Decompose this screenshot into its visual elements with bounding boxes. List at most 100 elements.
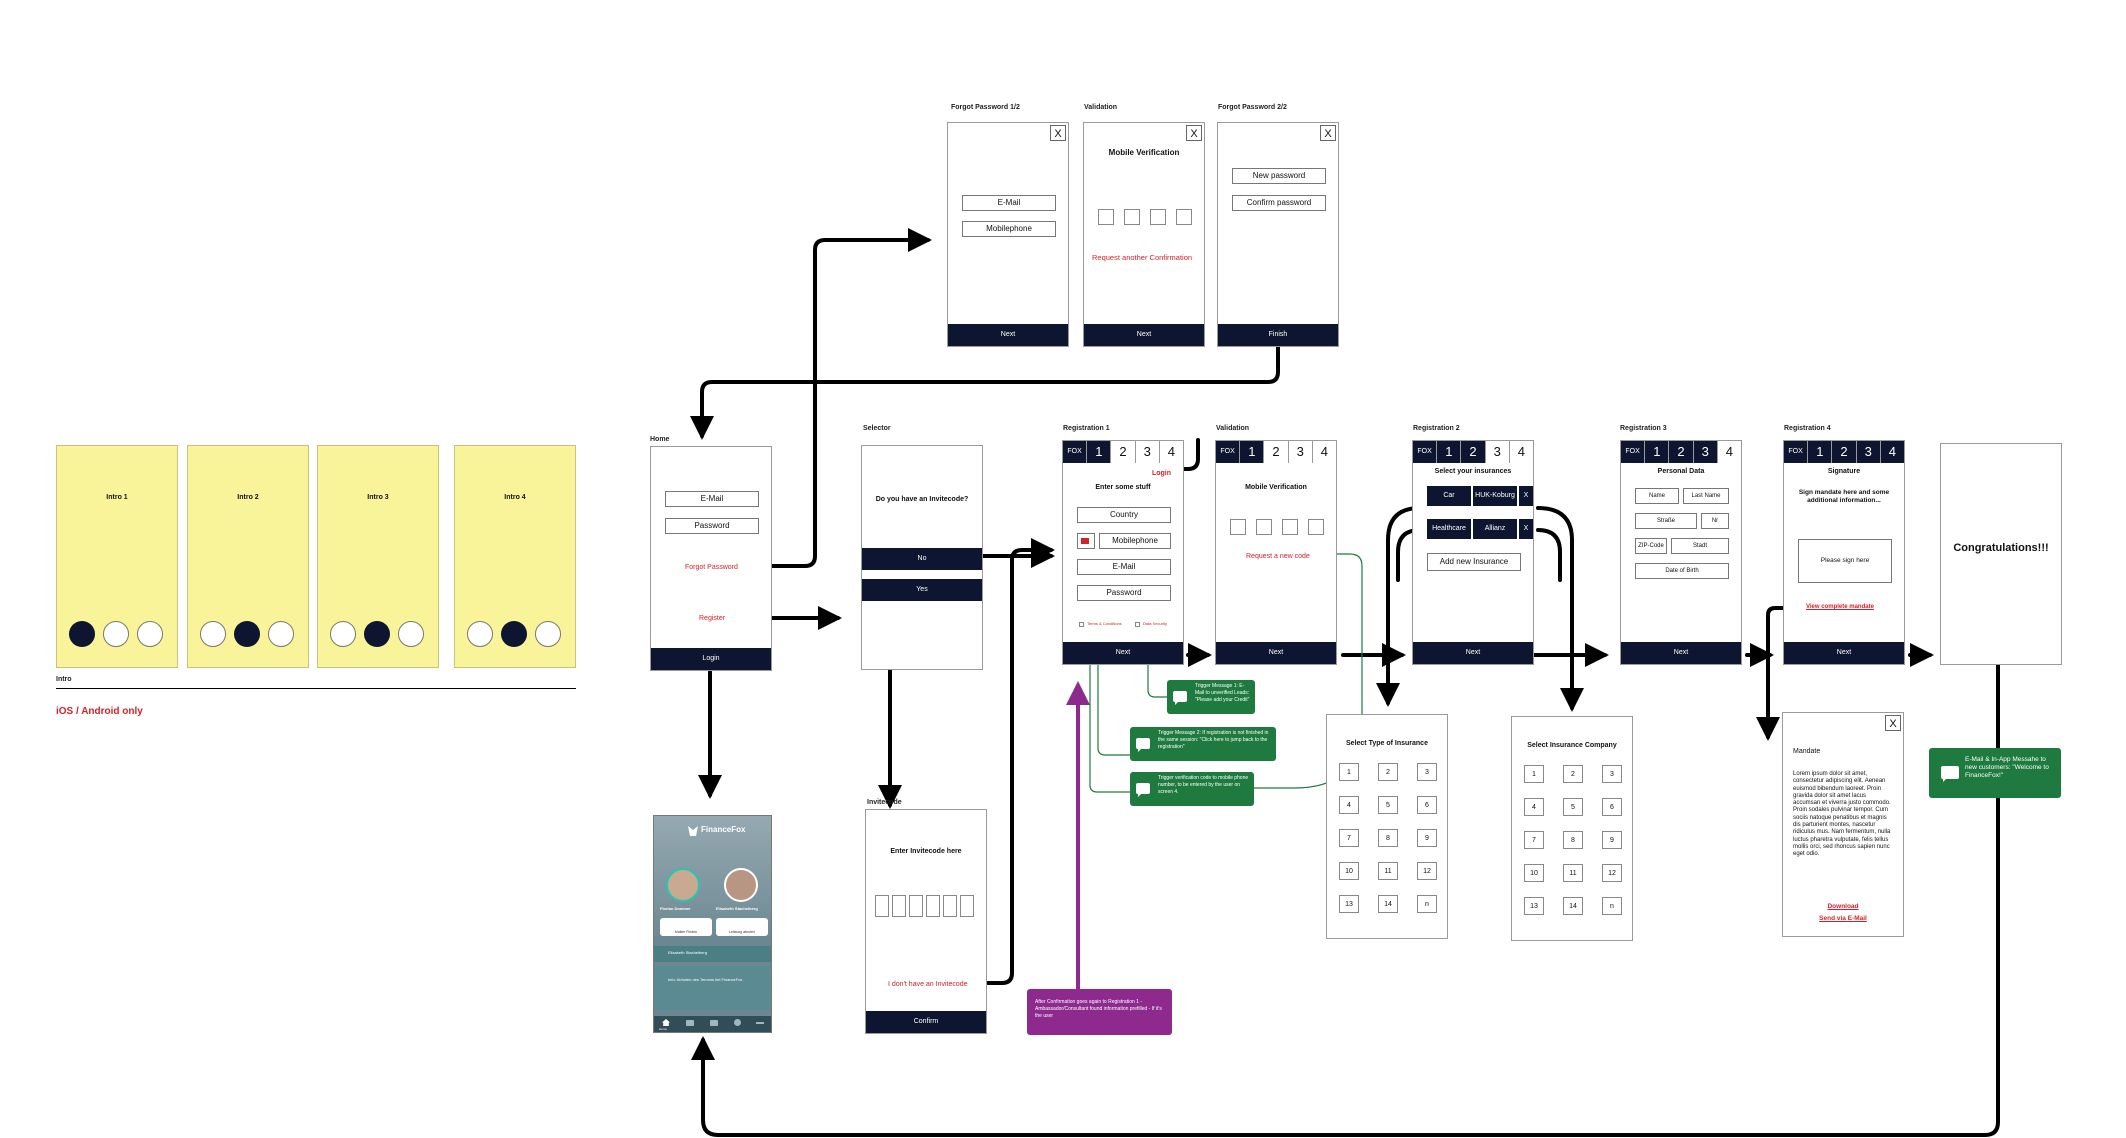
zip-code-field[interactable]: ZIP-Code: [1635, 538, 1667, 554]
name-field[interactable]: Name: [1635, 488, 1679, 504]
more-tab-icon[interactable]: [756, 1022, 764, 1024]
remove-insurance-button[interactable]: X: [1519, 519, 1533, 539]
signature-pad[interactable]: Please sign here: [1798, 539, 1892, 583]
step-3[interactable]: 3: [1289, 441, 1313, 463]
grid-option[interactable]: 11: [1378, 862, 1398, 880]
step-4[interactable]: 4: [1517, 444, 1526, 459]
data-security-checkbox[interactable]: [1135, 622, 1140, 627]
grid-option[interactable]: 1: [1524, 765, 1544, 783]
no-invitecode-link[interactable]: I don't have an Invitecode: [888, 981, 968, 988]
password-field[interactable]: Password: [1077, 585, 1171, 601]
login-button[interactable]: Login: [651, 648, 771, 670]
grid-option[interactable]: 9: [1602, 831, 1622, 849]
email-field[interactable]: E-Mail: [665, 491, 759, 507]
briefcase-tab-icon[interactable]: [686, 1020, 694, 1026]
grid-option[interactable]: n: [1602, 897, 1622, 915]
grid-option[interactable]: 10: [1524, 864, 1544, 882]
invitecode-char-box[interactable]: [960, 895, 974, 917]
invitecode-char-box[interactable]: [943, 895, 957, 917]
remove-insurance-button[interactable]: X: [1519, 486, 1533, 506]
request-confirmation-link[interactable]: Request another Confirmation: [1092, 253, 1193, 262]
next-button[interactable]: Next: [1621, 642, 1741, 664]
invitecode-char-box[interactable]: [892, 895, 906, 917]
email-field[interactable]: E-Mail: [1077, 559, 1171, 575]
user-tab-icon[interactable]: [734, 1019, 741, 1026]
register-link[interactable]: Register: [699, 615, 726, 622]
code-digit-box[interactable]: [1150, 209, 1166, 225]
next-button[interactable]: Next: [1784, 642, 1904, 664]
grid-option[interactable]: 6: [1417, 796, 1437, 814]
no-button[interactable]: No: [862, 548, 982, 570]
step-3[interactable]: 3: [1486, 441, 1510, 463]
last-name-field[interactable]: Last Name: [1683, 488, 1729, 504]
step-2[interactable]: 2: [1111, 441, 1136, 463]
grid-option[interactable]: 12: [1602, 864, 1622, 882]
step-2[interactable]: 2: [1264, 441, 1289, 463]
grid-option[interactable]: 6: [1602, 798, 1622, 816]
step-4[interactable]: 4: [1167, 444, 1176, 459]
grid-option[interactable]: 10: [1339, 862, 1359, 880]
notification-card[interactable]: [654, 966, 771, 1010]
grid-option[interactable]: 12: [1417, 862, 1437, 880]
add-insurance-button[interactable]: Add new Insurance: [1427, 553, 1521, 571]
grid-option[interactable]: 13: [1524, 897, 1544, 915]
grid-option[interactable]: 8: [1563, 831, 1583, 849]
terms-checkbox[interactable]: [1079, 622, 1084, 627]
email-field[interactable]: E-Mail: [962, 195, 1056, 211]
grid-option[interactable]: 4: [1339, 796, 1359, 814]
grid-option[interactable]: 5: [1378, 796, 1398, 814]
invitecode-char-box[interactable]: [909, 895, 923, 917]
notification-card[interactable]: [654, 946, 771, 962]
step-4[interactable]: 4: [1880, 441, 1905, 463]
get-service-button[interactable]: Leistung abrufen: [716, 918, 768, 936]
grid-option[interactable]: 7: [1524, 831, 1544, 849]
step-3[interactable]: 3: [1136, 441, 1160, 463]
next-button[interactable]: Next: [1216, 642, 1336, 664]
grid-option[interactable]: 3: [1417, 763, 1437, 781]
login-link[interactable]: Login: [1151, 470, 1171, 477]
close-icon[interactable]: X: [1320, 125, 1336, 141]
home-tab-icon[interactable]: [662, 1019, 670, 1026]
view-mandate-link[interactable]: View complete mandate: [1806, 604, 1874, 610]
grid-option[interactable]: 11: [1563, 864, 1583, 882]
yes-button[interactable]: Yes: [862, 579, 982, 601]
next-button[interactable]: Next: [1084, 324, 1204, 346]
finish-button[interactable]: Finish: [1218, 324, 1338, 346]
confirm-button[interactable]: Confirm: [866, 1011, 986, 1033]
step-2[interactable]: 2: [1669, 441, 1694, 463]
grid-option[interactable]: 1: [1339, 763, 1359, 781]
next-button[interactable]: Next: [948, 324, 1068, 346]
mobilephone-field[interactable]: Mobilephone: [962, 221, 1056, 237]
forgot-password-link[interactable]: Forgot Password: [685, 564, 738, 571]
step-3[interactable]: 3: [1693, 441, 1718, 463]
insurance-type-healthcare[interactable]: Healthcare: [1427, 519, 1471, 539]
grid-option[interactable]: n: [1417, 895, 1437, 913]
date-of-birth-field[interactable]: Date of Birth: [1635, 563, 1729, 579]
invitecode-char-box[interactable]: [926, 895, 940, 917]
street-field[interactable]: Straße: [1635, 513, 1697, 529]
step-1[interactable]: 1: [1240, 441, 1265, 463]
grid-option[interactable]: 9: [1417, 829, 1437, 847]
close-icon[interactable]: X: [1186, 125, 1202, 141]
insurance-company-allianz[interactable]: Allianz: [1473, 519, 1517, 539]
grid-option[interactable]: 8: [1378, 829, 1398, 847]
step-1[interactable]: 1: [1087, 441, 1112, 463]
step-4[interactable]: 4: [1320, 444, 1329, 459]
code-digit-box[interactable]: [1176, 209, 1192, 225]
confirm-password-field[interactable]: Confirm password: [1232, 195, 1326, 211]
close-icon[interactable]: X: [1050, 125, 1066, 141]
next-button[interactable]: Next: [1063, 642, 1183, 664]
password-field[interactable]: Password: [665, 518, 759, 534]
city-field[interactable]: Stadt: [1671, 538, 1729, 554]
code-digit-box[interactable]: [1124, 209, 1140, 225]
grid-option[interactable]: 4: [1524, 798, 1544, 816]
step-1[interactable]: 1: [1645, 441, 1670, 463]
new-password-field[interactable]: New password: [1232, 168, 1326, 184]
grid-option[interactable]: 2: [1378, 763, 1398, 781]
house-number-field[interactable]: Nr: [1701, 513, 1729, 529]
step-4[interactable]: 4: [1725, 444, 1734, 459]
insurance-company-huk[interactable]: HUK-Koburg: [1473, 486, 1517, 506]
step-1[interactable]: 1: [1437, 441, 1462, 463]
grid-option[interactable]: 13: [1339, 895, 1359, 913]
grid-option[interactable]: 5: [1563, 798, 1583, 816]
